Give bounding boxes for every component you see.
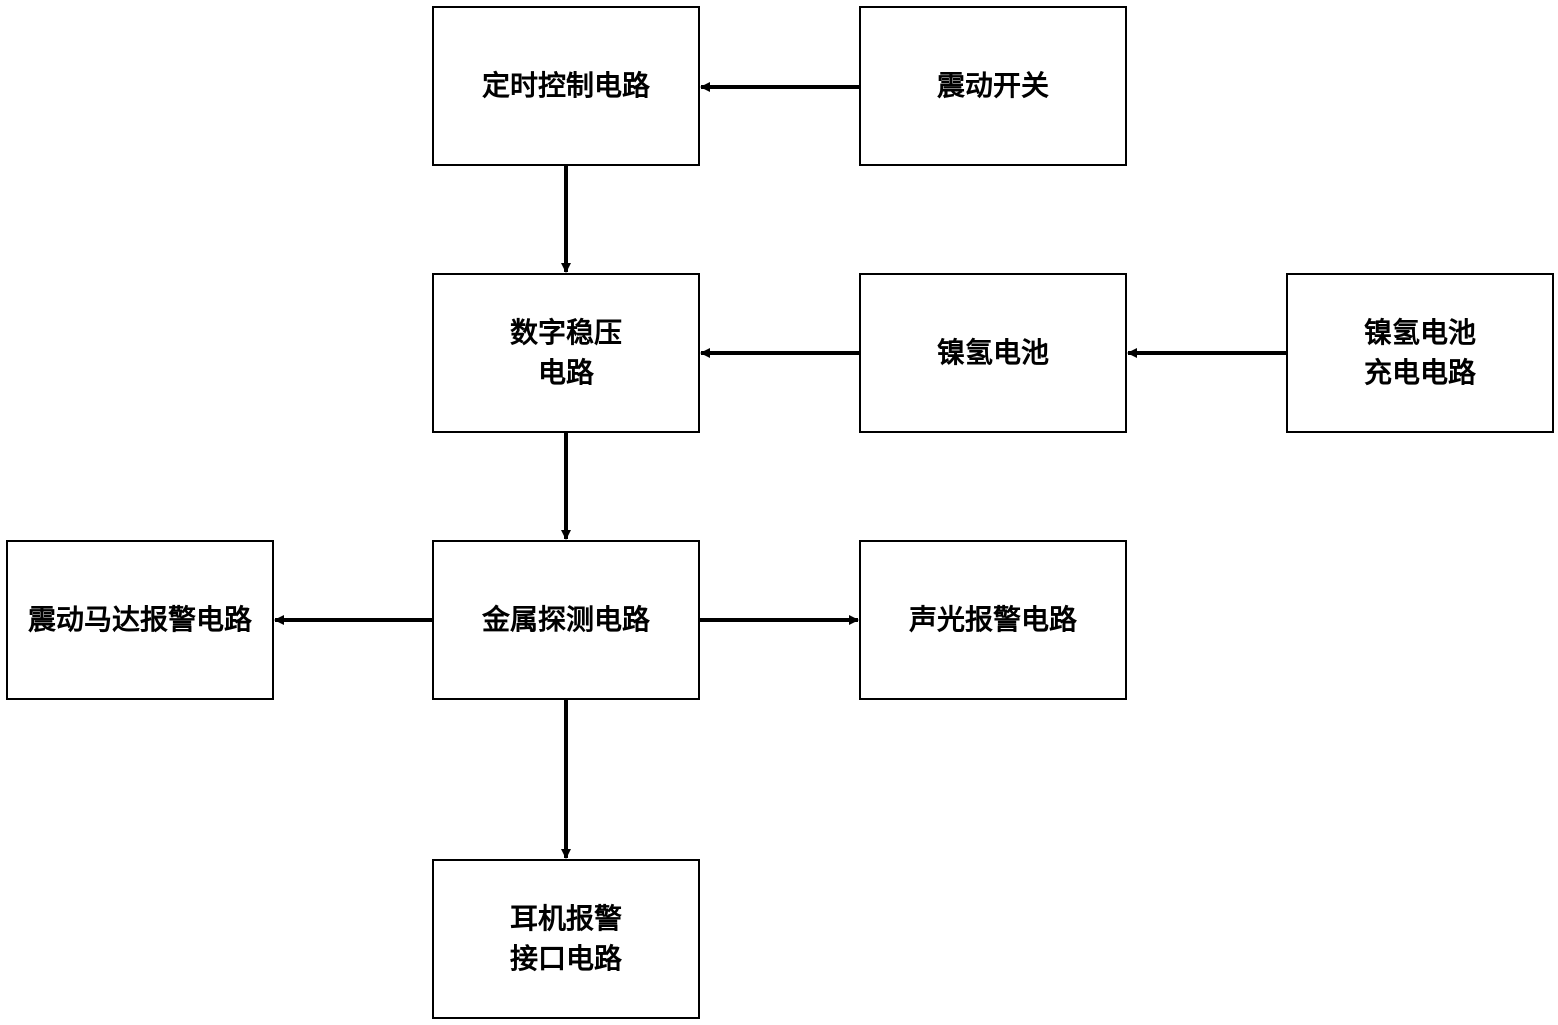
vibration-switch-label-line-1: 震动开关 xyxy=(937,66,1049,106)
motor-alarm-label-line-1: 震动马达报警电路 xyxy=(28,600,252,640)
earphone-label-line-1: 耳机报警 xyxy=(510,899,622,939)
sound-light-label-line-1: 声光报警电路 xyxy=(909,600,1077,640)
regulator-label-line-2: 电路 xyxy=(538,353,594,393)
nimh-battery-block: 镍氢电池 xyxy=(859,273,1127,433)
sound-light-alarm-block: 声光报警电路 xyxy=(859,540,1127,700)
earphone-interface-block: 耳机报警 接口电路 xyxy=(432,859,700,1019)
earphone-label-line-2: 接口电路 xyxy=(510,939,622,979)
charger-label-line-1: 镍氢电池 xyxy=(1364,313,1476,353)
battery-label-line-1: 镍氢电池 xyxy=(937,333,1049,373)
charger-label-line-2: 充电电路 xyxy=(1364,353,1476,393)
timer-control-circuit-block: 定时控制电路 xyxy=(432,6,700,166)
digital-regulator-block: 数字稳压 电路 xyxy=(432,273,700,433)
timer-label-line-1: 定时控制电路 xyxy=(482,66,650,106)
battery-charger-block: 镍氢电池 充电电路 xyxy=(1286,273,1554,433)
detector-label-line-1: 金属探测电路 xyxy=(482,600,650,640)
vibration-switch-block: 震动开关 xyxy=(859,6,1127,166)
vibration-motor-alarm-block: 震动马达报警电路 xyxy=(6,540,274,700)
regulator-label-line-1: 数字稳压 xyxy=(510,313,622,353)
metal-detector-block: 金属探测电路 xyxy=(432,540,700,700)
